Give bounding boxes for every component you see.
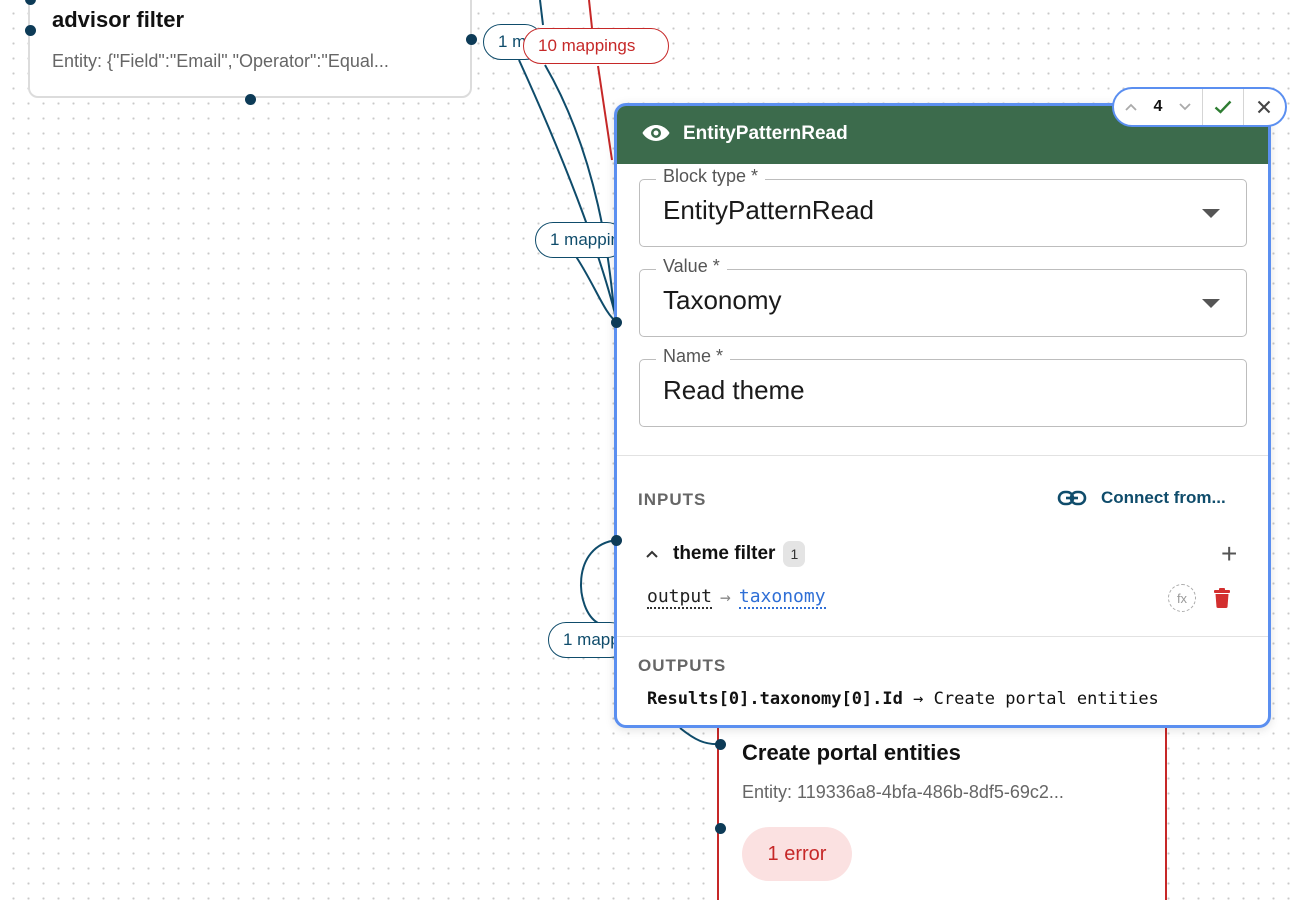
divider [617, 455, 1268, 456]
advisor-left-port[interactable] [25, 25, 36, 36]
chevron-down-icon [1202, 209, 1220, 218]
block-type-select[interactable]: Block type * EntityPatternRead [639, 166, 1247, 247]
fx-icon[interactable]: fx [1168, 584, 1196, 612]
advisor-filter-title: advisor filter [52, 7, 185, 32]
create-secondary-port[interactable] [715, 823, 726, 834]
check-icon [1214, 100, 1232, 114]
create-portal-entities-entity: Entity: 119336a8-4bfa-486b-8df5-69c2... [742, 782, 1064, 802]
edge-label-middle-mapping-text: 1 mapping [550, 230, 625, 249]
toolbar-separator [1243, 89, 1244, 125]
input-mapping-row[interactable]: output → taxonomy [647, 586, 826, 609]
name-field[interactable]: Name * Read theme [639, 346, 1247, 427]
next-button[interactable] [1168, 89, 1202, 125]
advisor-bottom-port[interactable] [245, 94, 256, 105]
output-target: Create portal entities [933, 689, 1159, 709]
error-badge[interactable]: 1 error [742, 827, 852, 881]
advisor-filter-node[interactable]: advisor filter Entity: {"Field":"Email",… [28, 0, 472, 98]
advisor-top-left-port[interactable] [25, 0, 36, 5]
create-input-port[interactable] [715, 739, 726, 750]
name-label: Name * [656, 346, 731, 367]
previous-button[interactable] [1114, 89, 1148, 125]
panel-header-title: EntityPatternRead [683, 123, 848, 144]
eye-icon[interactable] [641, 122, 671, 144]
mapping-target[interactable]: taxonomy [738, 586, 826, 609]
theme-filter-count-badge: 1 [783, 541, 806, 567]
close-button[interactable] [1244, 89, 1284, 125]
panel-input-port[interactable] [611, 317, 622, 328]
mapping-arrow: → [720, 587, 731, 608]
blue-wire-6 [679, 727, 721, 746]
confirm-button[interactable] [1203, 89, 1243, 125]
edge-label-red-mappings-text: 10 mappings [538, 36, 636, 55]
advisor-filter-entity: Entity: {"Field":"Email","Operator":"Equ… [52, 51, 389, 71]
chevron-up-icon [1125, 103, 1137, 111]
blue-wire-1 [539, 0, 544, 26]
block-type-value: EntityPatternRead [663, 195, 875, 225]
theme-filter-label: theme filter [673, 543, 776, 564]
value-value: Taxonomy [663, 285, 782, 315]
trash-icon[interactable] [1214, 588, 1230, 608]
name-value: Read theme [663, 375, 805, 405]
output-path: Results[0].taxonomy[0].Id [647, 689, 903, 709]
output-arrow: → [913, 689, 924, 709]
create-portal-entities-title: Create portal entities [742, 740, 961, 765]
chevron-down-icon [1179, 103, 1191, 111]
theme-filter-group-header[interactable]: theme filter 1 [645, 541, 806, 567]
add-mapping-icon[interactable]: + [1221, 538, 1238, 569]
outputs-section-label: OUTPUTS [638, 656, 727, 675]
output-mapping-row: Results[0].taxonomy[0].Id → Create porta… [647, 689, 1159, 709]
block-editor-panel: EntityPatternRead Block type * EntityPat… [614, 103, 1271, 728]
connect-from-button[interactable]: Connect from... [1057, 488, 1226, 508]
edge-label-middle-mapping[interactable]: 1 mapping [535, 222, 625, 258]
value-select[interactable]: Value * Taxonomy [639, 256, 1247, 337]
blue-wire-2 [518, 59, 618, 323]
create-portal-entities-node[interactable]: Create portal entities Entity: 119336a8-… [717, 700, 1167, 900]
link-icon [1057, 490, 1087, 506]
close-icon [1257, 100, 1271, 114]
red-wire-1 [588, 0, 593, 29]
divider [617, 636, 1268, 637]
theme-filter-port[interactable] [611, 535, 622, 546]
value-label: Value * [656, 256, 727, 277]
inputs-section-label: INPUTS [638, 490, 707, 509]
block-type-label: Block type * [656, 166, 766, 187]
mapping-source[interactable]: output [647, 586, 713, 609]
node-count: 4 [1148, 89, 1168, 125]
connect-from-label: Connect from... [1101, 488, 1226, 507]
chevron-up-icon[interactable] [645, 549, 659, 559]
edge-label-red-mappings[interactable]: 10 mappings [523, 28, 669, 64]
node-toolbar: 4 [1112, 87, 1287, 127]
blue-wire-3 [544, 64, 615, 311]
edge-label-lower-mapping-text: 1 mapping [563, 630, 627, 649]
red-wire-2 [597, 65, 613, 161]
advisor-right-port[interactable] [466, 34, 477, 45]
node-count-value: 4 [1153, 98, 1163, 115]
blue-wire-5 [580, 539, 618, 624]
chevron-down-icon [1202, 299, 1220, 308]
toolbar-separator [1202, 89, 1203, 125]
